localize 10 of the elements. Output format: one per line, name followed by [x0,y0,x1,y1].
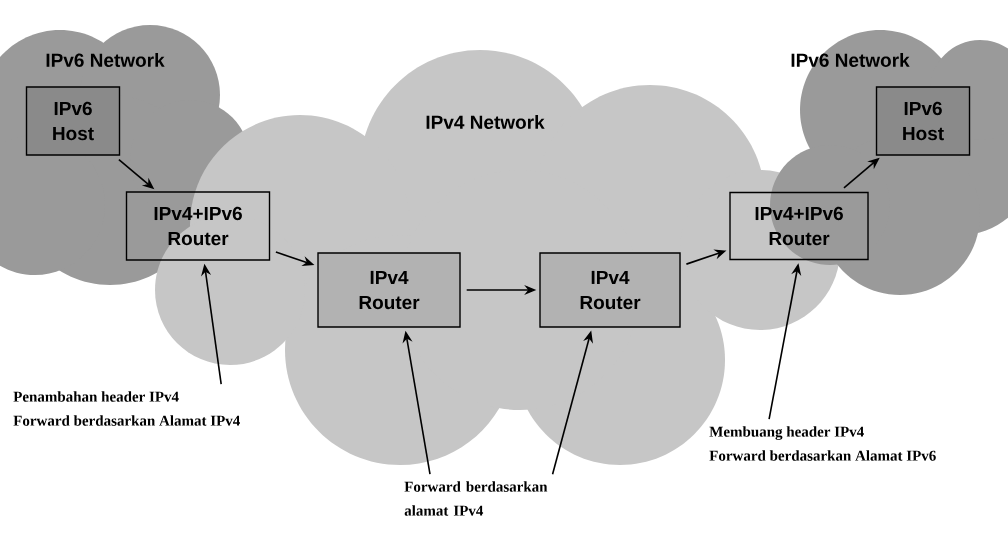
annotation-text: Penambahan header IPv4 Forward berdasarkan Alamat IPv4 [13,391,240,426]
router-box: IPv6 Host [875,86,971,156]
router-box: IPv4+IPv6 Router [729,191,869,261]
annotation-text: Forward berdasarkan alamat IPv4 [404,481,548,516]
router-box: IPv4 Router [539,252,681,328]
router-box: IPv6 Host [25,86,121,156]
router-box: IPv4+IPv6 Router [125,191,271,261]
node-label: IPv6 Network [46,53,165,67]
annotation-text: Membuang header IPv4 Forward berdasarkan Alamat IPv6 [709,426,936,461]
router-box: IPv4 Router [317,252,461,328]
